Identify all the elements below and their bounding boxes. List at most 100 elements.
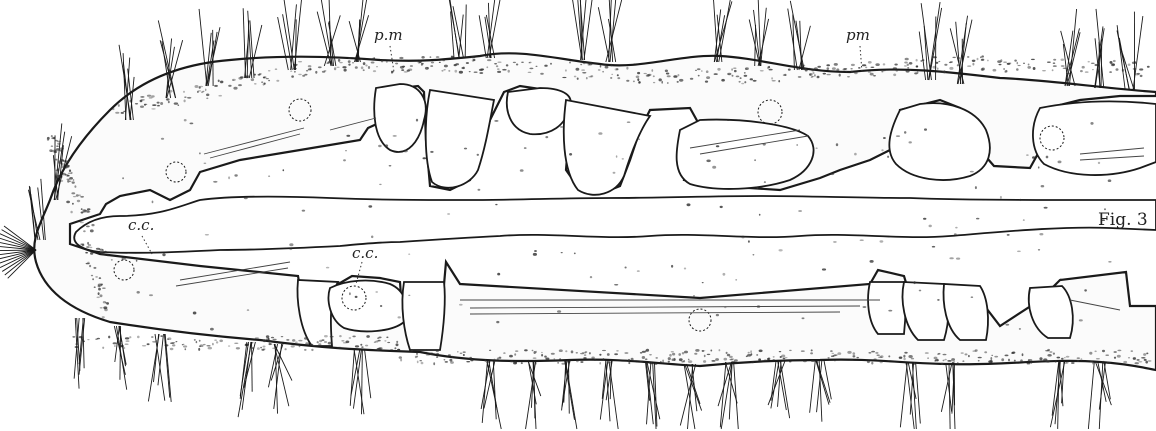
stipple [417, 361, 419, 364]
stipple [251, 78, 254, 81]
stipple [385, 144, 388, 147]
stipple [310, 344, 313, 346]
stipple [295, 342, 298, 343]
stipple [67, 180, 69, 183]
stipple [655, 357, 658, 359]
stipple [733, 68, 736, 69]
stipple [233, 87, 237, 90]
stipple [590, 75, 593, 77]
stipple [823, 73, 826, 75]
stipple [1061, 358, 1064, 360]
stipple [401, 69, 404, 71]
stipple [1091, 63, 1095, 64]
stipple [400, 359, 402, 362]
stipple [867, 361, 870, 364]
stipple [445, 361, 448, 363]
stipple [430, 151, 433, 153]
stipple [118, 104, 120, 107]
stipple [94, 286, 96, 288]
stipple [1017, 251, 1021, 253]
stipple [497, 358, 499, 360]
stipple [611, 74, 613, 75]
stipple [984, 351, 987, 353]
stipple [541, 352, 543, 353]
stipple [268, 70, 271, 71]
stipple [972, 60, 976, 62]
stipple [677, 74, 679, 76]
stipple [348, 57, 351, 59]
stipple [874, 358, 877, 360]
stipple [653, 82, 655, 83]
stipple [600, 65, 602, 68]
stipple [943, 360, 945, 362]
stipple [1096, 358, 1100, 359]
stipple [858, 67, 861, 69]
stipple [773, 356, 775, 357]
stipple [771, 77, 773, 79]
stipple [368, 66, 370, 69]
stipple [68, 173, 72, 175]
stipple [745, 67, 749, 70]
stipple [308, 65, 312, 67]
stipple [489, 350, 491, 351]
stipple [971, 296, 974, 298]
stipple [789, 361, 792, 363]
stipple [436, 56, 440, 58]
stipple [740, 77, 742, 79]
stipple [86, 263, 90, 265]
stipple [204, 163, 207, 164]
stipple [962, 361, 964, 362]
stipple [987, 60, 989, 62]
stipple [345, 150, 347, 151]
stipple [1085, 71, 1089, 73]
stipple [361, 346, 363, 348]
stipple [298, 340, 302, 342]
stipple [808, 68, 811, 70]
stipple [298, 74, 302, 75]
stipple [853, 352, 856, 355]
stipple [98, 288, 101, 291]
stipple [263, 83, 265, 85]
stipple [83, 230, 86, 232]
stipple [1098, 162, 1100, 164]
stipple [868, 352, 871, 354]
stipple [206, 345, 210, 346]
stipple [198, 348, 200, 351]
stipple [487, 59, 491, 61]
stipple [970, 171, 974, 173]
stipple [904, 131, 906, 134]
stipple [73, 179, 75, 181]
stipple [218, 335, 220, 338]
stipple [828, 357, 830, 358]
stipple [149, 294, 153, 296]
stipple [533, 253, 537, 256]
stipple [430, 65, 433, 66]
stipple [384, 340, 386, 341]
stipple [355, 345, 359, 347]
stipple [190, 123, 194, 125]
stipple [1138, 361, 1142, 362]
stipple [1057, 357, 1061, 359]
stipple [448, 354, 451, 356]
stipple [666, 73, 669, 75]
stipple [584, 354, 587, 356]
stipple [97, 297, 100, 299]
cilium [252, 342, 253, 392]
stipple [957, 64, 959, 66]
stipple [524, 147, 527, 148]
stipple [778, 80, 780, 82]
stipple [583, 357, 586, 359]
stipple [907, 64, 909, 66]
stipple [1053, 353, 1055, 355]
stipple [167, 99, 169, 100]
stipple [967, 56, 969, 57]
stipple [624, 352, 628, 354]
stipple [731, 361, 735, 362]
stipple [557, 362, 559, 364]
stipple [47, 137, 50, 140]
stipple [86, 246, 89, 248]
stipple [195, 85, 199, 88]
stipple [834, 63, 838, 66]
stipple [860, 239, 864, 241]
